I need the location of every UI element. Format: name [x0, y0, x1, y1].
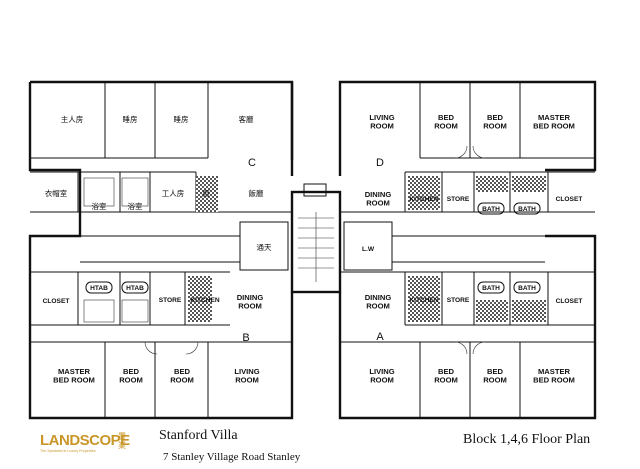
room-c-closet: 衣帽室: [45, 188, 68, 198]
room-c-dining: 飯廳: [249, 188, 264, 198]
unit-label-b: B: [242, 332, 249, 344]
landscope-logo: LANDSCOPE 置業 The Specialist in Luxury Pr…: [40, 428, 140, 458]
bath-badge-d2: [513, 202, 541, 215]
room-d-kitchen: KITCHEN: [409, 196, 439, 203]
light-well-label: 通天: [257, 242, 272, 252]
logo-brand-text: LANDSCOPE: [40, 432, 130, 449]
room-a-kitchen: KITCHEN: [409, 297, 439, 304]
bath-badge-b1: [85, 281, 113, 294]
building-address: 7 Stanley Village Road Stanley: [163, 451, 301, 463]
lift-well-label: L.W: [362, 246, 375, 253]
room-b-closet: CLOSET: [43, 298, 70, 305]
room-c-bath2: 浴室: [128, 201, 143, 211]
logo-tagline: The Specialist in Luxury Properties: [40, 449, 96, 453]
left-wing: [28, 80, 294, 420]
room-b-store: STORE: [159, 297, 182, 304]
room-c-maid: 工人房: [162, 188, 185, 198]
plan-title: Block 1,4,6 Floor Plan: [463, 432, 591, 447]
bath-badge-b2: [121, 281, 149, 294]
room-c-kitchen: 廚: [202, 188, 210, 198]
room-d-bath2: BATH: [518, 206, 536, 213]
central-core: [290, 183, 342, 294]
room-b-bath2: HTAB: [126, 285, 144, 292]
bath-badge-a1: [477, 281, 505, 294]
bath-badge-d1: [477, 202, 505, 215]
room-b-bath1: HTAB: [90, 285, 108, 292]
room-d-closet: CLOSET: [556, 196, 583, 203]
unit-label-d: D: [376, 157, 384, 169]
room-c-bed2: 睡房: [174, 114, 189, 124]
building-name: Stanford Villa: [159, 428, 238, 443]
unit-label-c: C: [248, 157, 256, 169]
room-a-bath2: BATH: [518, 285, 536, 292]
room-b-kitchen: KITCHEN: [190, 297, 220, 304]
room-a-bath1: BATH: [482, 285, 500, 292]
room-d-bath1: BATH: [482, 206, 500, 213]
logo-brand-cjk: 置業: [118, 432, 126, 450]
room-d-store: STORE: [447, 196, 470, 203]
unit-label-a: A: [376, 331, 384, 343]
room-c-bath1: 浴室: [92, 201, 107, 211]
room-a-store: STORE: [447, 297, 470, 304]
room-c-bed1: 睡房: [123, 114, 138, 124]
unit-c-labels: C 主人房 睡房 睡房 客廳 飯廳 衣帽室 浴室 浴室 工人房 廚: [45, 114, 264, 211]
right-wing: [338, 80, 597, 420]
room-c-living: 客廳: [239, 114, 254, 124]
room-a-closet: CLOSET: [556, 298, 583, 305]
room-c-master: 主人房: [61, 114, 84, 124]
bath-badge-a2: [513, 281, 541, 294]
